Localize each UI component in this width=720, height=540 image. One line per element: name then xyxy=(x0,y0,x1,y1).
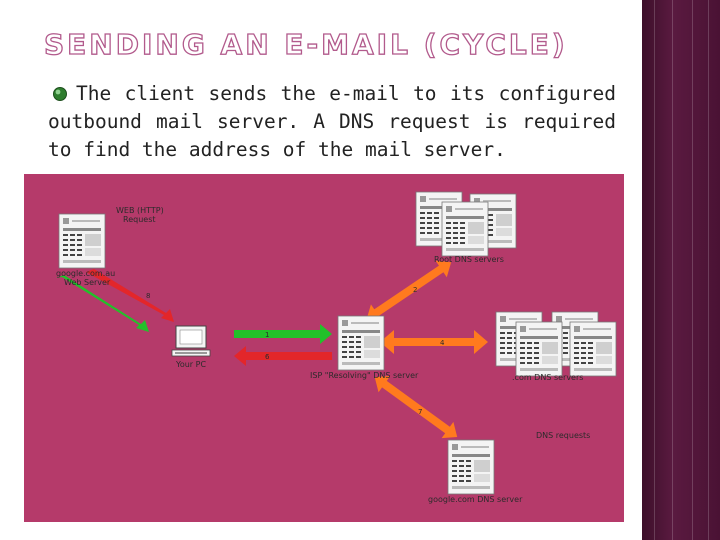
web-request-label-line1: WEB (HTTP) xyxy=(116,206,164,215)
your-pc-label: Your PC xyxy=(175,360,206,369)
web-request-label-line2: Request xyxy=(123,215,156,224)
web-server-label-line1: google.com.au xyxy=(56,269,115,278)
google-dns-server-icon xyxy=(447,439,495,495)
orange-arrow-google xyxy=(374,376,458,439)
orange-arrow-com xyxy=(380,330,488,354)
arrow-number-com: 4 xyxy=(440,339,445,347)
resolving-dns-server-icon xyxy=(337,315,385,371)
web-server-label: google.com.au Web Server xyxy=(56,269,118,287)
red-arrow-pc xyxy=(234,346,332,366)
web-server-icon xyxy=(58,213,106,269)
resolving-dns-label: ISP "Resolving" DNS server xyxy=(310,371,419,380)
com-dns-label: .com DNS servers xyxy=(512,373,583,382)
arrow-number-web: 8 xyxy=(146,292,150,300)
arrow-number-pc-to-resolver: 1 xyxy=(265,331,269,339)
circle-bullet-icon xyxy=(53,87,67,101)
root-dns-servers-icon xyxy=(415,191,517,257)
bullet-text: The client sends the e-mail to its confi… xyxy=(48,82,616,161)
web-request-arrows: 8 xyxy=(56,269,174,332)
green-arrow-web xyxy=(56,275,149,332)
arrow-number-google: 7 xyxy=(418,408,422,416)
web-server-label-line2: Web Server xyxy=(64,278,111,287)
orange-arrow-root xyxy=(366,260,452,321)
green-arrow-pc xyxy=(234,324,332,344)
dns-requests-label: DNS requests xyxy=(536,431,590,440)
arrow-number-resolver-to-pc: 6 xyxy=(265,353,270,361)
slide-title: SENDING AN E-MAIL (CYCLE) xyxy=(43,27,568,61)
web-request-label: WEB (HTTP) Request xyxy=(116,206,166,224)
arrow-number-root: 2 xyxy=(413,286,417,294)
google-dns-label: google.com DNS server xyxy=(428,495,523,504)
your-pc-icon xyxy=(171,325,211,357)
pc-resolver-arrows: 1 6 xyxy=(234,324,332,366)
dns-cycle-diagram: 8 1 6 2 4 7 WEB (HTTP) Request xyxy=(24,174,624,522)
root-dns-label: Root DNS servers xyxy=(434,255,504,264)
red-arrow-web xyxy=(86,269,174,322)
decorative-sidebar xyxy=(642,0,720,540)
dns-request-arrows: 2 4 7 xyxy=(366,260,488,439)
com-dns-servers-icon xyxy=(495,311,617,377)
